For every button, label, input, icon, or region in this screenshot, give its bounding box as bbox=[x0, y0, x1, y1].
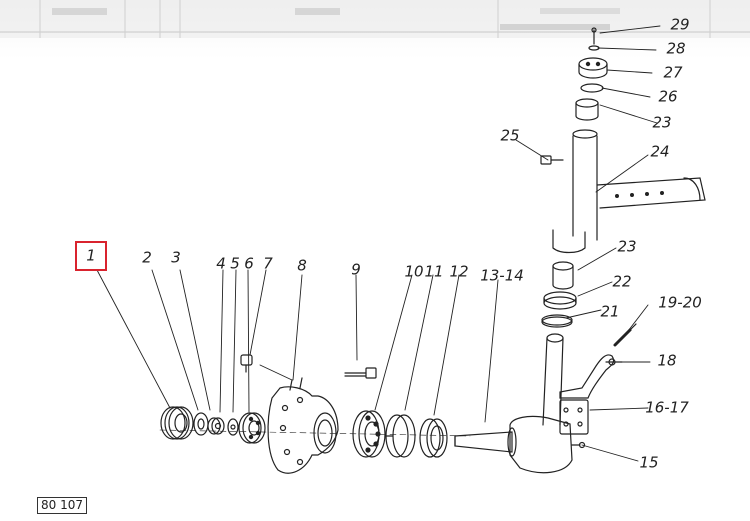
part-22-washer bbox=[543, 291, 577, 310]
part-26-washer bbox=[580, 83, 604, 93]
callout-label-22: 22 bbox=[612, 272, 632, 291]
part-27-cap bbox=[578, 57, 608, 79]
callout-label-15: 15 bbox=[639, 453, 659, 472]
figure-code: 80 107 bbox=[37, 497, 87, 515]
part-2-washer bbox=[193, 412, 209, 436]
part-15-screw bbox=[571, 441, 586, 449]
part-18-pin bbox=[605, 358, 623, 366]
callout-label-21: 21 bbox=[600, 302, 620, 321]
callout-label-23-lower: 23 bbox=[617, 237, 637, 256]
part-6-bearing bbox=[238, 412, 266, 444]
callout-label-7: 7 bbox=[263, 254, 273, 273]
callout-label-19-20: 19-20 bbox=[658, 293, 702, 312]
part-21-ring bbox=[541, 314, 573, 328]
axle-centerline bbox=[159, 429, 471, 437]
part-29-bolt bbox=[591, 27, 597, 45]
callout-label-18: 18 bbox=[657, 351, 677, 370]
callout-label-25: 25 bbox=[500, 126, 520, 145]
part-16-17-arm bbox=[559, 354, 615, 435]
callout-label-23-upper: 23 bbox=[652, 113, 672, 132]
callout-label-16-17: 16-17 bbox=[645, 398, 689, 417]
callout-label-24: 24 bbox=[650, 142, 670, 161]
callout-label-6: 6 bbox=[244, 254, 254, 273]
callout-label-10: 10 bbox=[404, 262, 424, 281]
part-5-washer bbox=[227, 418, 239, 436]
part-24-axle-beam bbox=[552, 129, 706, 254]
callout-label-28: 28 bbox=[666, 39, 686, 58]
part-9-bolt bbox=[344, 367, 377, 379]
part-23-lower-bushing bbox=[552, 261, 574, 290]
leader-lines bbox=[96, 25, 661, 462]
callout-label-29: 29 bbox=[670, 15, 690, 34]
part-13-14-spindle bbox=[454, 415, 573, 474]
part-12-cup bbox=[419, 418, 448, 458]
callout-label-27: 27 bbox=[663, 63, 683, 82]
callout-label-5: 5 bbox=[230, 254, 240, 273]
part-11-race bbox=[385, 414, 416, 458]
callout-label-26: 26 bbox=[658, 87, 678, 106]
callout-label-3: 3 bbox=[171, 248, 181, 267]
callout-label-9: 9 bbox=[351, 260, 361, 279]
callout-label-8: 8 bbox=[297, 256, 307, 275]
part-3-nut bbox=[207, 417, 225, 435]
part-10-bearing bbox=[352, 410, 386, 458]
label-1-highlight-box bbox=[75, 241, 107, 271]
callout-label-13-14: 13-14 bbox=[480, 266, 524, 285]
callout-label-1: 1 bbox=[86, 246, 96, 265]
header-table-strip bbox=[0, 0, 750, 38]
part-23-upper-bushing bbox=[575, 98, 599, 121]
callout-label-11: 11 bbox=[424, 262, 444, 281]
callout-label-4: 4 bbox=[216, 254, 226, 273]
part-8-hub bbox=[267, 377, 339, 474]
part-25-fitting bbox=[540, 155, 564, 165]
part-19-20-bolt bbox=[613, 323, 637, 347]
part-7-grease-nipple bbox=[240, 354, 253, 373]
callout-label-2: 2 bbox=[142, 248, 152, 267]
part-28-washer bbox=[588, 45, 600, 51]
callout-label-12: 12 bbox=[449, 262, 469, 281]
part-1-seal bbox=[160, 406, 194, 440]
